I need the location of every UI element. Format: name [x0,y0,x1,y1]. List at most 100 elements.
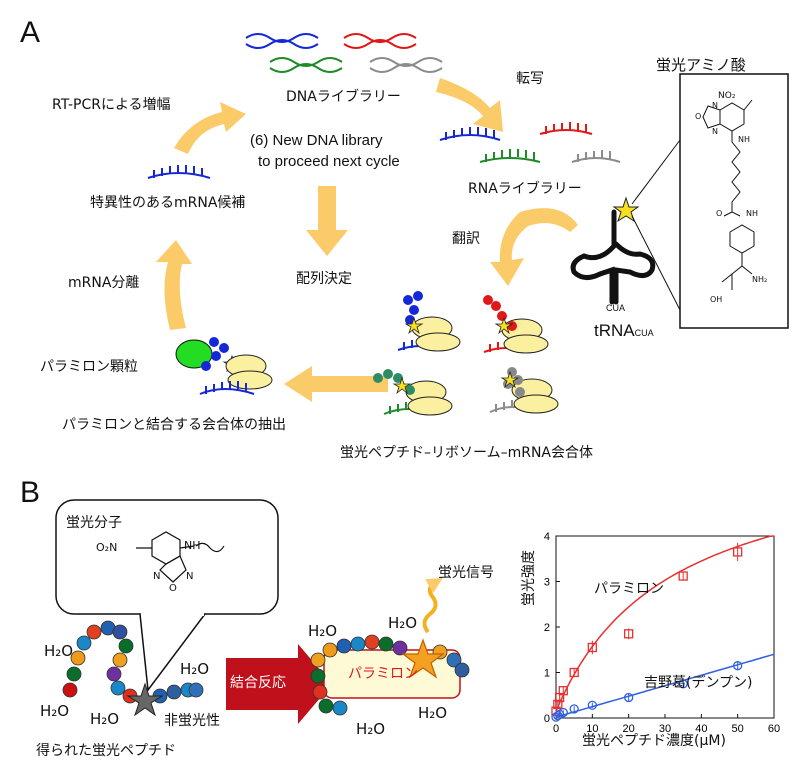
binding-arrow-icon [226,644,332,724]
water-4: H₂O [90,710,120,728]
complex-green [373,369,453,416]
rna-green [479,149,541,163]
transcription-label: 転写 [516,71,544,87]
point-paramylon [678,571,688,581]
mol-o: O [695,112,702,121]
arrow-to-separation [156,240,192,330]
water-5: H₂O [308,622,338,640]
point-starch [678,679,688,689]
point-paramylon [587,642,597,653]
trna-label: tRNACUA [594,322,654,339]
dna-library-label: DNAライブラリー [286,89,401,105]
ring-n2: N [186,571,194,582]
fluor-signal-wave [422,577,443,634]
y-tick-label: 2 [544,622,550,634]
amino-acid-box [679,73,789,329]
trna-anticodon: CUA [606,303,626,313]
arrow-to-sequencing [306,186,348,256]
binding-reaction-label: 結合反応 [230,675,286,691]
paramylon-granule-label: パラミロン顆粒 [40,359,138,375]
sequencing-label: 配列決定 [296,271,352,287]
nonfluor-star-icon [126,682,164,717]
chart-xlabel: 蛍光ペプチド濃度(μM) [582,733,726,749]
arrow-to-pcr [174,102,246,154]
mol-no2: NO₂ [718,91,736,101]
mol-amide-nh: NH [746,209,758,218]
bubble-tail [139,613,206,692]
trna-subscript: CUA [634,328,654,338]
x-tick-label: 10 [586,723,598,735]
binding-extract-label: パラミロンと結合する会合体の抽出 [62,417,286,433]
ring-n1: N [153,571,161,582]
water-6: H₂O [388,614,418,632]
trna-main: tRNA [594,321,635,340]
nbd-structure [136,531,225,583]
complex-gray [489,367,559,414]
complex-blue [397,291,461,352]
mol-nh: NH [738,135,750,144]
arrow-to-translation [490,208,578,286]
legend-starch: 吉野葛(デンプン) [644,675,753,691]
callout-line-2 [631,215,681,311]
new-library-line2: to proceed next cycle [258,153,400,170]
paramylon-granule-complex [175,337,273,395]
mol-n2: N [712,127,718,136]
rna-gray [571,150,621,163]
chart-ylabel: 蛍光強度 [521,550,537,606]
x-tick-label: 60 [768,723,780,735]
y-tick-label: 3 [544,577,550,589]
complex-label: 蛍光ペプチド–リボソーム–mRNA会合体 [340,445,593,461]
fluor-amino-acid-label: 蛍光アミノ酸 [656,56,746,74]
cycle-arrows [156,78,578,402]
y-tick-label: 0 [544,713,550,725]
dna-blue [245,33,319,49]
rna-library-label: RNAライブラリー [468,181,582,197]
fluor-star-icon [401,638,445,679]
point-starch [733,661,743,671]
amino-acid-structure [702,99,755,290]
nh-label: NH [184,539,201,552]
point-starch [569,704,579,714]
peptide-chain-bound [310,634,470,716]
point-paramylon [553,699,563,709]
dna-green [269,57,343,73]
specific-mrna-label: 特異性のあるmRNA候補 [90,195,246,211]
translation-label: 翻訳 [452,231,480,247]
mrna-separation-label: mRNA分離 [68,275,140,291]
rna-blue [439,127,501,141]
paramylon-box-label: パラミロン [348,666,418,682]
point-paramylon [569,667,579,678]
mrna-candidate [147,165,211,179]
mol-oh: OH [710,295,723,304]
water-1: H₂O [44,642,74,660]
panel-label-b: B [20,476,41,509]
water-3: H₂O [40,702,70,720]
point-starch [624,692,634,703]
trna-cloverleaf [570,209,656,305]
x-tick-label: 0 [553,723,559,735]
fluor-signal-label: 蛍光信号 [438,565,494,581]
x-tick-label: 40 [695,723,707,735]
complex-red [483,295,549,354]
ribosome-complexes [373,291,559,416]
new-library-line1: (6) New DNA library [250,132,383,149]
mol-carbonyl-o: O [716,209,723,218]
dna-red [343,33,417,49]
arrow-to-extraction [284,366,388,402]
point-paramylon [624,629,634,639]
ring-o: O [169,583,177,594]
y-tick-label: 1 [544,668,550,680]
fluor-molecule-label: 蛍光分子 [66,515,122,531]
legend-paramylon: パラミロン [594,581,664,597]
callout-line [631,139,681,205]
water-7: H₂O [418,704,448,722]
dna-library-strands [245,33,443,73]
panel-label-a: A [20,16,41,49]
point-starch [587,700,597,710]
point-paramylon [733,547,743,557]
o2n-label: O₂N [96,541,118,554]
obtained-peptide-label: 得られた蛍光ペプチド [36,743,176,759]
arrow-to-transcription [436,78,503,132]
point-starch [558,707,568,718]
